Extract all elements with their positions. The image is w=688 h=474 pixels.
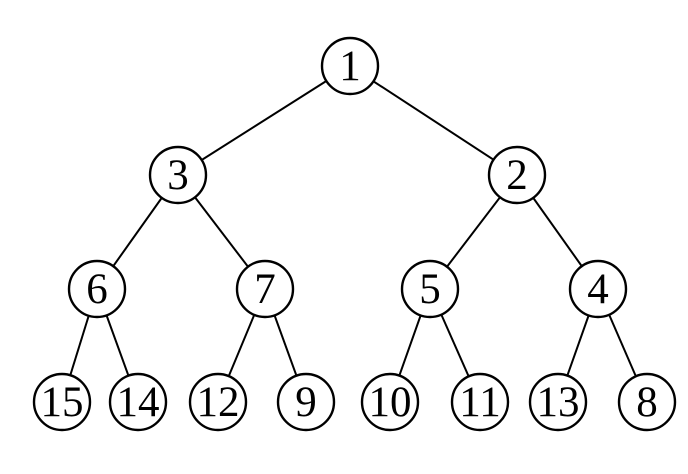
tree-node-15: 15 (32, 372, 92, 432)
tree-node-3: 3 (148, 145, 208, 205)
tree-node-circle (450, 372, 510, 432)
tree-node-circle (148, 145, 208, 205)
tree-node-label: 14 (117, 379, 160, 426)
tree-edge-1-2 (349, 65, 518, 176)
tree-node-circle (235, 259, 295, 319)
tree-node-label: 5 (419, 266, 441, 313)
tree-node-label: 15 (41, 379, 84, 426)
tree-edge-1-3 (177, 65, 351, 176)
tree-node-8: 8 (617, 372, 677, 432)
tree-node-circle (320, 36, 380, 96)
tree-node-2: 2 (487, 145, 547, 205)
tree-node-label: 11 (459, 379, 500, 426)
tree-node-label: 8 (636, 379, 658, 426)
tree-node-4: 4 (568, 259, 628, 319)
tree-node-label: 7 (254, 266, 276, 313)
tree-node-5: 5 (400, 259, 460, 319)
tree-node-label: 13 (537, 379, 580, 426)
tree-node-12: 12 (188, 372, 248, 432)
tree-node-circle (188, 372, 248, 432)
tree-node-circle (487, 145, 547, 205)
tree-node-label: 12 (197, 379, 240, 426)
tree-edges (61, 65, 648, 403)
tree-node-13: 13 (528, 372, 588, 432)
tree-node-6: 6 (67, 259, 127, 319)
tree-node-label: 4 (587, 266, 609, 313)
tree-node-circle (400, 259, 460, 319)
tree-node-circle (360, 372, 420, 432)
tree-node-label: 2 (506, 152, 528, 199)
tree-node-circle (32, 372, 92, 432)
tree-node-10: 10 (360, 372, 420, 432)
tree-node-11: 11 (450, 372, 510, 432)
tree-node-circle (67, 259, 127, 319)
tree-node-1: 1 (320, 36, 380, 96)
tree-node-label: 1 (339, 43, 361, 90)
tree-node-circle (568, 259, 628, 319)
tree-node-label: 3 (167, 152, 189, 199)
tree-node-circle (276, 372, 336, 432)
tree-node-label: 9 (295, 379, 317, 426)
tree-node-label: 6 (86, 266, 108, 313)
tree-node-7: 7 (235, 259, 295, 319)
tree-node-circle (108, 372, 168, 432)
tree-node-circle (528, 372, 588, 432)
tree-node-14: 14 (108, 372, 168, 432)
tree-node-9: 9 (276, 372, 336, 432)
tree-node-circle (617, 372, 677, 432)
tree-node-label: 10 (369, 379, 412, 426)
